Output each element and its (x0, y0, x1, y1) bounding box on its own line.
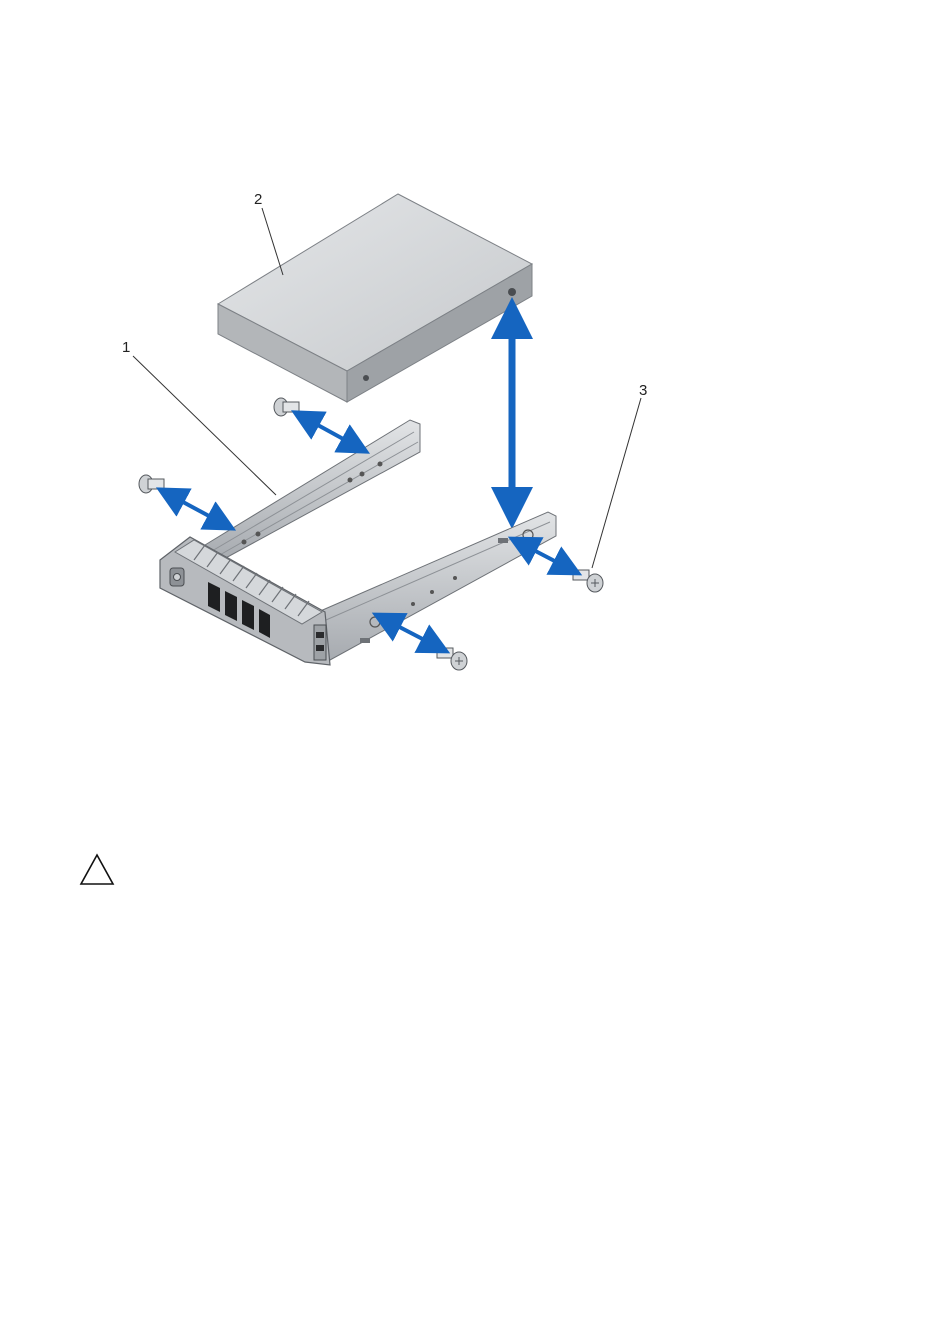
callout-label-3: 3 (639, 382, 647, 399)
callout-label-1: 1 (122, 339, 130, 356)
screw-top-left (274, 398, 299, 416)
hard-drive-screw-hole (363, 375, 369, 381)
screw-arrow-top-left (305, 418, 356, 446)
hard-drive-screw-hole (508, 288, 516, 296)
drive-carrier (160, 420, 556, 665)
screw-left (139, 475, 164, 493)
callout-leader-3 (592, 398, 641, 568)
screw-arrow-bottom (386, 620, 436, 646)
callout-leader-2 (262, 208, 283, 275)
carrier-right-rail (318, 512, 556, 660)
screw-bottom (437, 648, 467, 670)
carrier-latch (314, 625, 326, 660)
screw-arrow-right (522, 544, 568, 568)
screw-arrow-left (170, 495, 222, 523)
callout-leader-1 (133, 356, 276, 495)
carrier-left-rail (205, 420, 420, 560)
callout-label-2: 2 (254, 191, 262, 208)
hard-drive (218, 194, 532, 402)
caution-triangle-icon (79, 853, 115, 887)
screw-right (573, 570, 603, 592)
